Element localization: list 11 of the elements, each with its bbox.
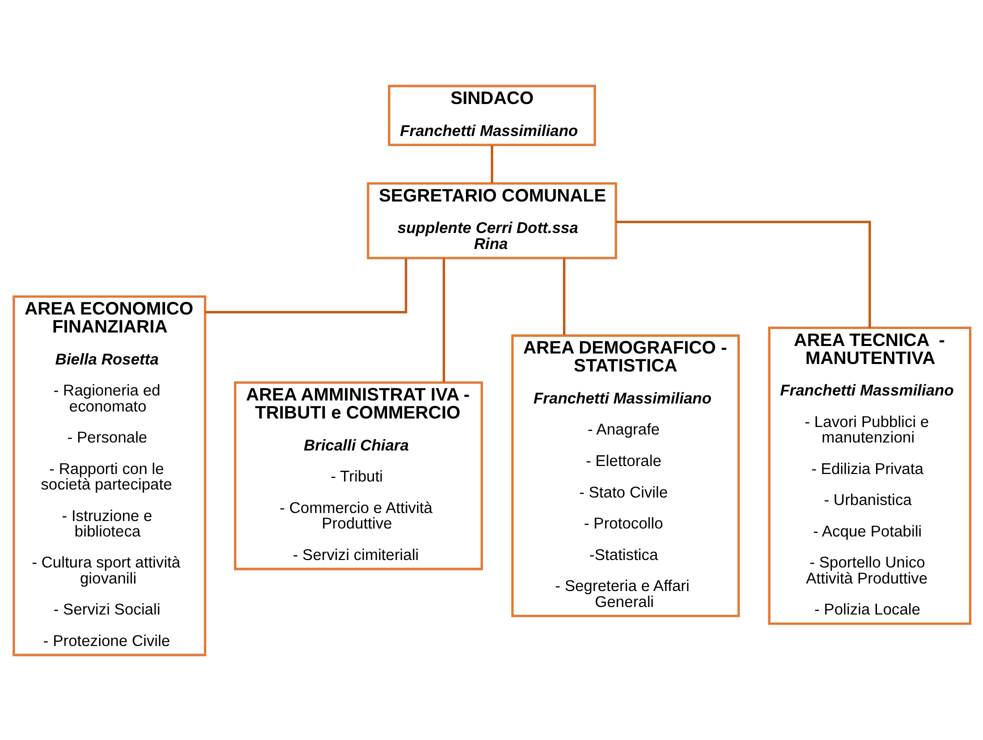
node-box: AREA AMMINISTRAT IVA - TRIBUTI e COMMERCIO Bricalli Chiara - Tributi - Commercio e Attività Produttive - Servizi cimiteriali xyxy=(233,380,482,570)
connector xyxy=(204,258,407,313)
node-box: SEGRETARIO COMUNALE supplente Cerri Dott.ssa Rina xyxy=(366,182,617,259)
node-box: AREA DEMOGRAFICO - STATISTICA Franchetti Massimiliano - Anagrafe - Elettorale - Stato Civile - Protocollo -Statistica - Segreteria e Affari Generali xyxy=(510,334,740,617)
connector xyxy=(616,220,870,328)
node-box: AREA TECNICA - MANUTENTIVA Franchetti Massmiliano - Lavori Pubblici e manutenzioni - Edilizia Privata - Urbanistica - Acque Potabili - Sportello Unico Attività Produttive - Polizia Locale xyxy=(768,326,971,624)
connector xyxy=(490,144,493,183)
node-box: SINDACO Franchetti Massimiliano xyxy=(387,84,596,146)
connector xyxy=(562,258,565,335)
connector xyxy=(442,258,445,382)
node-box: AREA ECONOMICO FINANZIARIA Biella Rosetta - Ragioneria ed economato - Personale - Rapporti con le società partecipate - Istruzione e biblioteca - Cultura sport attività giovanili - Servizi Sociali - Protezione Civile xyxy=(12,294,206,656)
